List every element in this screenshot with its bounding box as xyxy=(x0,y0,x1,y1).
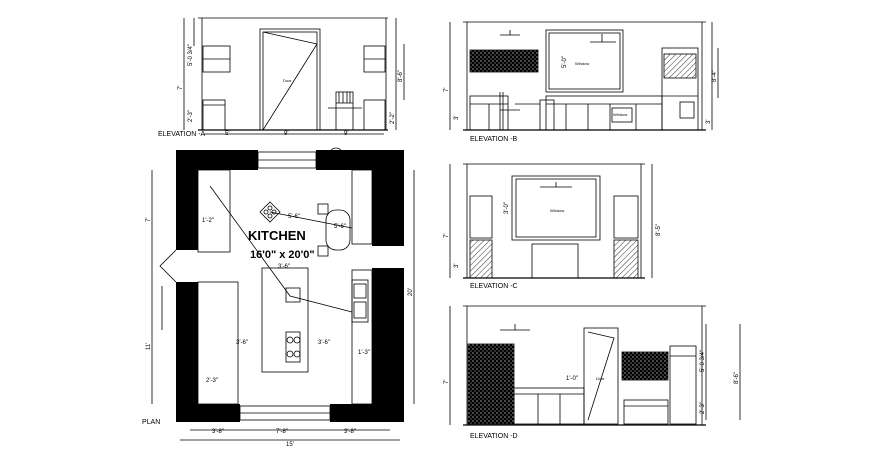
dim-b-vert-4: 8'-4" xyxy=(712,70,718,82)
elevation-b: Window Window 7' 3' 5'-0" 8'-4" 3' ELEVA… xyxy=(444,21,719,143)
plan-dim-3: 3'-6" xyxy=(278,264,290,270)
plan-dim-6: 1'-3" xyxy=(358,350,370,356)
dim-d-vert-4: 8'-6" xyxy=(734,372,740,384)
plan-dim-8: 3'-8" xyxy=(212,429,224,435)
dim-d-vert-1: 7' xyxy=(444,380,450,384)
svg-text:Window: Window xyxy=(613,112,627,117)
elevation-d: Door 7' 1'-0" 5'-0 3/4" 2'-3" 8'-6" ELEV… xyxy=(444,305,741,440)
svg-text:Window: Window xyxy=(575,61,589,66)
elevation-a: Door 5'-0 3/4" 7' 2'-3" 8'-6" 2'-2" 5' 9… xyxy=(158,17,405,138)
dim-c-vert-2: 3' xyxy=(454,264,460,268)
plan-dim-4: 3'-6" xyxy=(236,340,248,346)
plan-dim-10: 3'-8" xyxy=(344,429,356,435)
dim-d-vert-2: 5'-0 3/4" xyxy=(700,350,706,372)
dim-b-vert-1: 7' xyxy=(444,88,450,92)
dim-b-vert-2: 3' xyxy=(454,116,460,120)
dim-a-horiz-1: 5' xyxy=(225,131,229,137)
plan-title: PLAN xyxy=(142,419,160,426)
dim-a-vert-1: 5'-0 3/4" xyxy=(188,44,194,66)
dim-c-vert-4: 8'-5" xyxy=(656,224,662,236)
plan-dim-14: 20' xyxy=(408,288,414,296)
dim-b-vert-5: 3' xyxy=(706,120,712,124)
dim-a-vert-4: 8'-6" xyxy=(398,70,404,82)
floor-plan: KITCHEN 16'0" x 20'0" PLAN 1'-2" 5'-6" 5… xyxy=(142,147,415,448)
dim-a-horiz-3: 9' xyxy=(344,131,348,137)
svg-text:Door: Door xyxy=(283,78,292,83)
elevation-d-title: ELEVATION -D xyxy=(470,433,518,440)
svg-text:Window: Window xyxy=(550,208,564,213)
dim-a-vert-5: 2'-2" xyxy=(390,112,396,124)
dim-c-vert-3: 3'-0" xyxy=(504,202,510,214)
plan-dim-5: 3'-6" xyxy=(318,340,330,346)
dim-a-vert-3: 2'-3" xyxy=(188,110,194,122)
elevation-a-title: ELEVATION -A xyxy=(158,131,206,138)
plan-dim-9: 7'-8" xyxy=(276,429,288,435)
elevation-c: Window 7' 3' 3'-0" 8'-5" ELEVATION -C xyxy=(444,163,662,290)
plan-dim-11: 15' xyxy=(286,442,294,448)
plan-dim-16: 12'-1 1/2" xyxy=(398,321,404,346)
elevation-b-title: ELEVATION -B xyxy=(470,136,518,143)
room-size: 16'0" x 20'0" xyxy=(250,249,315,261)
plan-dim-0: 1'-2" xyxy=(202,218,214,224)
plan-dim-15: 3'-1 1/2" xyxy=(398,204,404,226)
dim-b-vert-3: 5'-0" xyxy=(562,56,568,68)
dim-a-horiz-2: 9' xyxy=(284,131,288,137)
dim-c-vert-1: 7' xyxy=(444,234,450,238)
plan-dim-17: 3'-4 1/2" xyxy=(398,376,404,398)
dim-a-vert-2: 7' xyxy=(178,86,184,90)
dim-d-vert-3: 2'-3" xyxy=(700,402,706,414)
plan-dim-1: 5'-6" xyxy=(288,214,300,220)
elevation-c-title: ELEVATION -C xyxy=(470,283,518,290)
dim-d-horiz-1: 1'-0" xyxy=(566,376,578,382)
room-name: KITCHEN xyxy=(248,228,306,243)
plan-dim-13: 11' xyxy=(146,343,152,350)
plan-dim-7: 2'-3" xyxy=(206,378,218,384)
plan-dim-12: 7' xyxy=(146,218,152,222)
svg-text:Door: Door xyxy=(596,376,605,381)
plan-dim-2: 5'-6" xyxy=(334,224,346,230)
